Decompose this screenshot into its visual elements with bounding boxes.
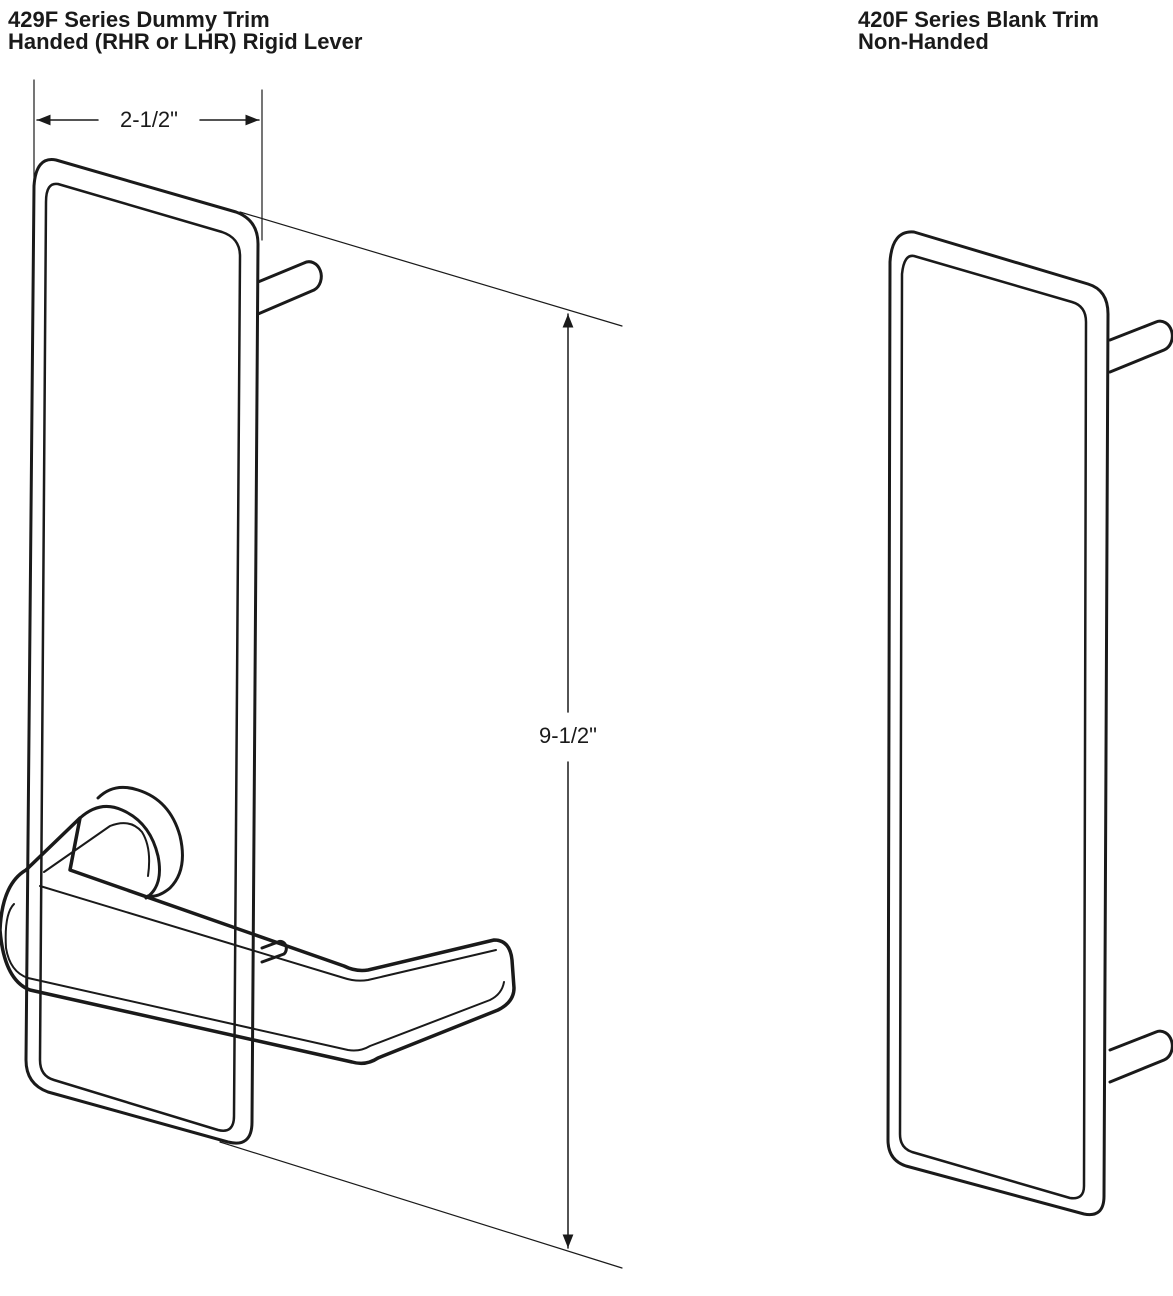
blank-escutcheon-outer [886,230,1110,1217]
dummy-escutcheon-outer [24,158,260,1145]
blank-trim-drawing [886,230,1173,1217]
lever-rose-face [78,804,161,900]
height-dimension: 9-1/2" [539,313,597,1249]
blank-upper-spindle [1108,319,1173,374]
dummy-escutcheon-inner [38,182,242,1132]
dummy-trim-title-line1: 429F Series Dummy Trim [8,7,270,32]
blank-trim-title-line1: 420F Series Blank Trim [858,7,1099,32]
blank-lower-spindle [1108,1029,1173,1084]
dummy-lever-handle [0,816,516,1066]
upper-spindle [256,260,323,316]
dummy-trim-title-line2: Handed (RHR or LHR) Rigid Lever [8,29,363,54]
height-dimension-label: 9-1/2" [539,723,597,748]
blank-trim-title: 420F Series Blank Trim Non-Handed [858,9,1099,53]
dummy-trim-drawing [0,79,623,1269]
lever-rose [96,785,184,898]
blank-escutcheon-inner [898,254,1088,1200]
blank-trim-title-line2: Non-Handed [858,29,989,54]
width-dimension-label: 2-1/2" [120,107,178,132]
dummy-lever-top-edge [39,885,497,982]
dummy-lever-neck [43,822,151,877]
height-extension-line-bottom [219,1141,623,1269]
height-extension-line-top [239,211,623,327]
dummy-trim-title: 429F Series Dummy Trim Handed (RHR or LH… [8,9,362,53]
dummy-lever-edge [4,903,505,1052]
